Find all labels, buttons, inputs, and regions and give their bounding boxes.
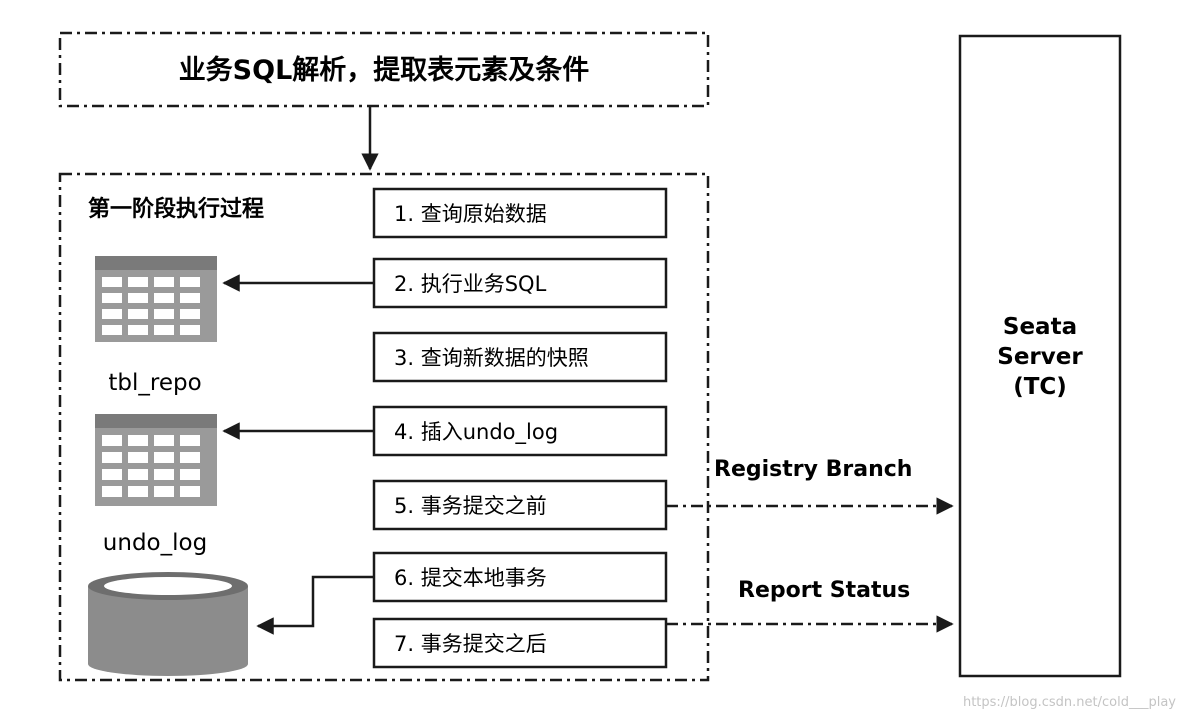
phase-one-container [58, 172, 710, 682]
step-box-6: 6. 提交本地事务 [372, 551, 668, 603]
undo-log-label: undo_log [103, 530, 207, 556]
step-box-4: 4. 插入undo_log [372, 405, 668, 457]
step-label: 5. 事务提交之前 [394, 494, 547, 518]
server-label-line2: Server [997, 344, 1083, 370]
top-parse-label: 业务SQL解析，提取表元素及条件 [179, 55, 590, 86]
step-label: 6. 提交本地事务 [394, 566, 547, 590]
step-box-5: 5. 事务提交之前 [372, 479, 668, 531]
step-box-7: 7. 事务提交之后 [372, 617, 668, 669]
step-label: 1. 查询原始数据 [394, 202, 547, 226]
step-box-1: 1. 查询原始数据 [372, 187, 668, 239]
step-box-3: 3. 查询新数据的快照 [372, 331, 668, 383]
phase-one-title: 第一阶段执行过程 [88, 196, 264, 222]
tbl-repo-label: tbl_repo [108, 370, 201, 396]
step6-to-database-arrow [256, 575, 374, 635]
registry-branch-label: Registry Branch [714, 457, 912, 482]
server-label-line3: (TC) [1013, 374, 1067, 400]
watermark-text: https://blog.csdn.net/cold___play [963, 695, 1176, 710]
step-label: 2. 执行业务SQL [394, 272, 547, 296]
database-cylinder-icon [88, 572, 248, 676]
undo-log-table-icon [95, 414, 217, 506]
step-box-2: 2. 执行业务SQL [372, 257, 668, 309]
step-label: 3. 查询新数据的快照 [394, 346, 589, 370]
step-label: 4. 插入undo_log [394, 420, 558, 445]
tbl-repo-table-icon [95, 256, 217, 342]
report-status-label: Report Status [738, 578, 910, 603]
seata-server-box [958, 34, 1122, 678]
top-parse-box [58, 31, 710, 108]
server-label-line1: Seata [1003, 314, 1077, 340]
step-label: 7. 事务提交之后 [394, 632, 547, 656]
